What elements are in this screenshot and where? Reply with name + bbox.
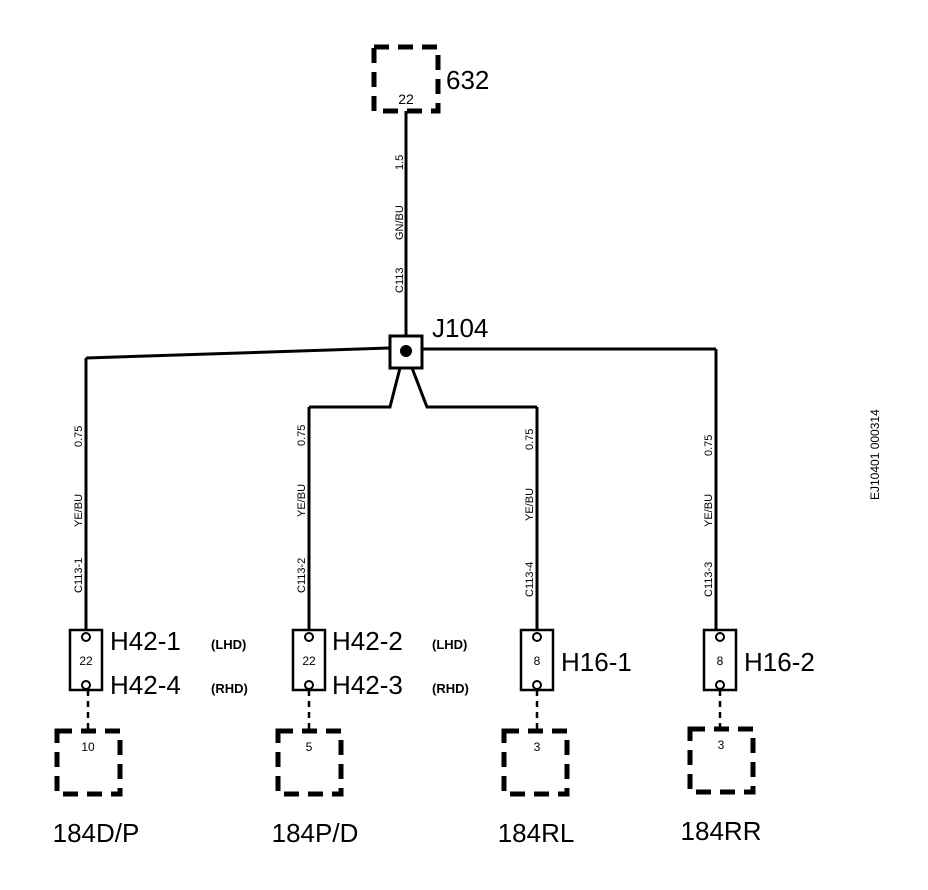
branch-4-size: 0.75 [703, 435, 715, 456]
wire-split-left [309, 367, 402, 409]
branch-3-color: YE/BU [524, 488, 536, 521]
branch-4-dest-box [687, 726, 756, 795]
branch-3-size: 0.75 [524, 429, 536, 450]
branch-3-pin-top [532, 632, 542, 642]
branch-3-dest-box [501, 728, 570, 797]
branch-2-dest-box [275, 728, 344, 797]
branch-1-size: 0.75 [73, 426, 85, 447]
junction-j104: J104 [388, 313, 488, 370]
main-wire-size: 1.5 [394, 155, 406, 170]
branch-3-dest-label: 184RL [498, 818, 575, 848]
branch-3-pin-bottom [532, 680, 542, 690]
branch-1: C113-1 YE/BU 0.75 22 H42-1 (LHD) H42-4 (… [53, 358, 248, 848]
branch-4-label: H16-2 [744, 647, 815, 677]
branch-3-dest-pin: 3 [534, 740, 541, 754]
branch-4-pin-bottom [715, 680, 725, 690]
branch-4-connector-pin: 8 [717, 654, 724, 668]
main-wire-color: GN/BU [394, 205, 406, 240]
branch-2-label-top: H42-2 [332, 626, 403, 656]
branch-1-color: YE/BU [73, 494, 85, 527]
branch-2-connector-pin: 22 [302, 654, 316, 668]
branch-3-circuit: C113-4 [524, 562, 536, 597]
branch-2-label-bottom: H42-3 [332, 670, 403, 700]
branch-1-connector-pin: 22 [79, 654, 93, 668]
branch-1-label-top: H42-1 [110, 626, 181, 656]
branch-1-label-top-note: (LHD) [211, 637, 246, 652]
branch-3-label: H16-1 [561, 647, 632, 677]
branch-2: C113-2 YE/BU 0.75 22 H42-2 (LHD) H42-3 (… [272, 407, 469, 848]
branch-2-dest-pin: 5 [306, 740, 313, 754]
wire-to-branch-1 [85, 346, 391, 360]
branch-1-pin-top [81, 632, 91, 642]
branch-4-dest-label: 184RR [681, 816, 762, 846]
branch-2-pin-bottom [304, 680, 314, 690]
branch-2-label-bottom-note: (RHD) [432, 681, 469, 696]
branch-3: C113-4 YE/BU 0.75 8 H16-1 3 184RL [498, 407, 632, 848]
component-632-pin: 22 [398, 91, 414, 107]
branch-4-pin-top [715, 632, 725, 642]
branch-1-label-bottom: H42-4 [110, 670, 181, 700]
branch-4-circuit: C113-3 [703, 562, 715, 597]
junction-dot [400, 345, 412, 357]
branch-2-circuit: C113-2 [296, 558, 308, 593]
component-632-label: 632 [446, 65, 489, 95]
component-632: 22 632 [371, 44, 489, 114]
branch-4-dest-pin: 3 [718, 738, 725, 752]
branch-1-dest-box [54, 728, 123, 797]
branch-2-dest-label: 184P/D [272, 818, 359, 848]
branch-2-size: 0.75 [296, 425, 308, 446]
junction-label: J104 [432, 313, 488, 343]
branch-1-circuit: C113-1 [73, 558, 85, 593]
branch-4: C113-3 YE/BU 0.75 8 H16-2 3 184RR [681, 349, 815, 846]
branch-4-color: YE/BU [703, 494, 715, 527]
reference-code: EJ10401 000314 [868, 409, 882, 500]
branch-2-pin-top [304, 632, 314, 642]
branch-1-label-bottom-note: (RHD) [211, 681, 248, 696]
branch-1-dest-label: 184D/P [53, 818, 140, 848]
branch-2-color: YE/BU [296, 484, 308, 517]
main-wire-circuit: C113 [394, 268, 406, 293]
component-632-box [371, 44, 441, 114]
junction-box [388, 334, 424, 370]
branch-1-pin-bottom [81, 680, 91, 690]
branch-1-dest-pin: 10 [81, 740, 95, 754]
wire-split-right [410, 367, 537, 409]
branch-2-label-top-note: (LHD) [432, 637, 467, 652]
branch-3-connector-pin: 8 [534, 654, 541, 668]
